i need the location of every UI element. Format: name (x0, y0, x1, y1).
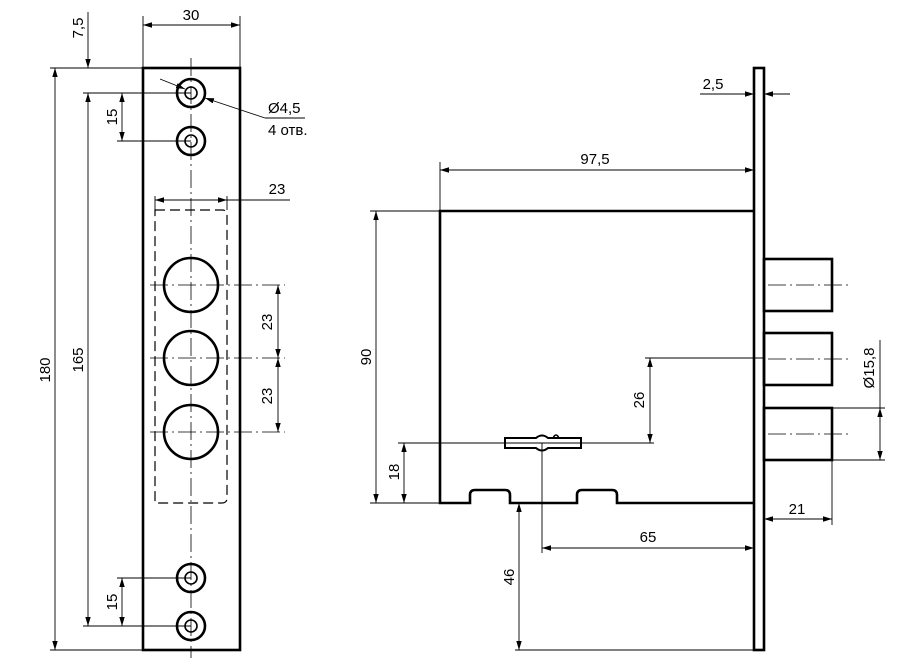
dim-hole-span-label: 165 (70, 347, 87, 372)
front-view: 30 7,5 180 165 15 15 23 23 23 (37, 7, 308, 658)
side-faceplate (752, 66, 766, 652)
dim-key-to-bolt-label: 26 (631, 392, 648, 409)
dim-bolt-pitch-2-label: 23 (259, 388, 276, 405)
cutout-hidden-outline (154, 209, 228, 504)
dim-bottom-offset-label: 46 (501, 569, 518, 586)
mounting-holes (175, 77, 207, 642)
dim-plate-thickness-label: 2,5 (703, 76, 724, 93)
side-view: 2,5 97,5 90 18 26 65 46 Ø15,8 (358, 66, 885, 652)
dim-hole-pitch-bottom-label: 15 (104, 594, 121, 611)
dim-width-label: 30 (183, 7, 200, 24)
dim-total-height-label: 180 (37, 357, 54, 382)
faceplate-outline (141, 66, 242, 652)
bolts (762, 257, 850, 462)
dim-body-height-label: 90 (358, 349, 375, 366)
dim-bolt-throw-label: 21 (789, 501, 806, 518)
dim-top-offset-label: 7,5 (70, 18, 87, 39)
hole-count-label: 4 отв. (268, 122, 308, 139)
key-slot (504, 434, 582, 452)
dim-cutout-width-label: 23 (269, 181, 286, 198)
bolt-holes (150, 256, 285, 461)
dim-bolt-diameter-label: Ø15,8 (861, 348, 878, 389)
lock-body-outline (438, 209, 754, 505)
dim-body-depth-label: 97,5 (580, 151, 609, 168)
dim-key-height-label: 18 (386, 464, 403, 481)
dim-backset-label: 65 (640, 529, 657, 546)
hole-diameter-label: Ø4,5 (268, 100, 301, 117)
dim-bolt-pitch-1-label: 23 (259, 314, 276, 331)
dim-hole-pitch-top-label: 15 (104, 109, 121, 126)
